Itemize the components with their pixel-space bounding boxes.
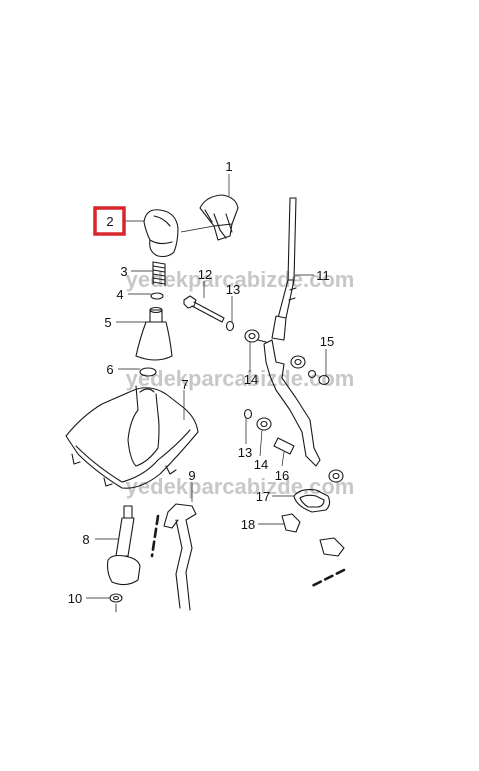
callout-17: 17: [256, 489, 270, 504]
watermark-2: yedekparcabizde.com: [126, 366, 355, 391]
callout-15: 15: [320, 334, 334, 349]
part-1-knob-cap: [199, 194, 239, 241]
part-16-sleeve: [273, 437, 295, 455]
callout-labels: 1 2 3 4 5 6 7 8 9 10 11 12 13 14 15 13 1…: [68, 159, 334, 606]
callout-13-lower: 13: [238, 445, 252, 460]
watermark-3: yedekparcabizde.com: [126, 474, 355, 499]
callout-14-upper: 14: [244, 372, 258, 387]
callout-16: 16: [275, 468, 289, 483]
part-13-clip-a: [225, 320, 235, 332]
part-10-washer: [109, 593, 123, 613]
callout-2: 2: [106, 214, 113, 229]
part-14-bushing-b: [256, 417, 272, 431]
part-11-shift-rod: [263, 197, 321, 467]
callout-6: 6: [106, 362, 113, 377]
part-7-boot: [65, 385, 199, 489]
watermark-1: yedekparcabizde.com: [126, 267, 355, 292]
part-2-knob: [143, 209, 179, 258]
callout-10: 10: [68, 591, 82, 606]
part-13-clip-b: [243, 408, 253, 420]
part-14-bushing-d: [328, 469, 344, 483]
callout-3: 3: [120, 264, 127, 279]
callout-9: 9: [188, 468, 195, 483]
part-14-bushing-c: [290, 355, 306, 369]
watermarks: yedekparcabizde.com yedekparcabizde.com …: [126, 267, 355, 499]
callout-11: 11: [316, 268, 330, 283]
part-8-lever-bottom: [106, 505, 141, 586]
part-9-rod-bracket: [163, 503, 197, 611]
part-18-clamp: [281, 513, 345, 557]
part-5-gaiter-top: [135, 306, 173, 361]
part-12-bolt: [183, 295, 225, 323]
dashed-cut-lines: [150, 514, 346, 588]
callout-7: 7: [181, 377, 188, 392]
leader-lines: [86, 174, 327, 599]
callout-12: 12: [198, 267, 212, 282]
part-6-ring: [139, 367, 157, 377]
callout-8: 8: [82, 532, 89, 547]
callout-18: 18: [241, 517, 255, 532]
callout-1: 1: [225, 159, 232, 174]
highlight-box: [93, 206, 126, 236]
callout-13-upper: 13: [226, 282, 240, 297]
part-14-bushing-a: [244, 329, 267, 343]
part-4-clip: [150, 292, 164, 300]
part-3-spring: [152, 261, 166, 287]
callout-5: 5: [104, 315, 111, 330]
part-15-clip: [307, 369, 330, 386]
callout-14-lower: 14: [254, 457, 268, 472]
callout-4: 4: [116, 287, 123, 302]
part-17-frame: [293, 489, 331, 513]
